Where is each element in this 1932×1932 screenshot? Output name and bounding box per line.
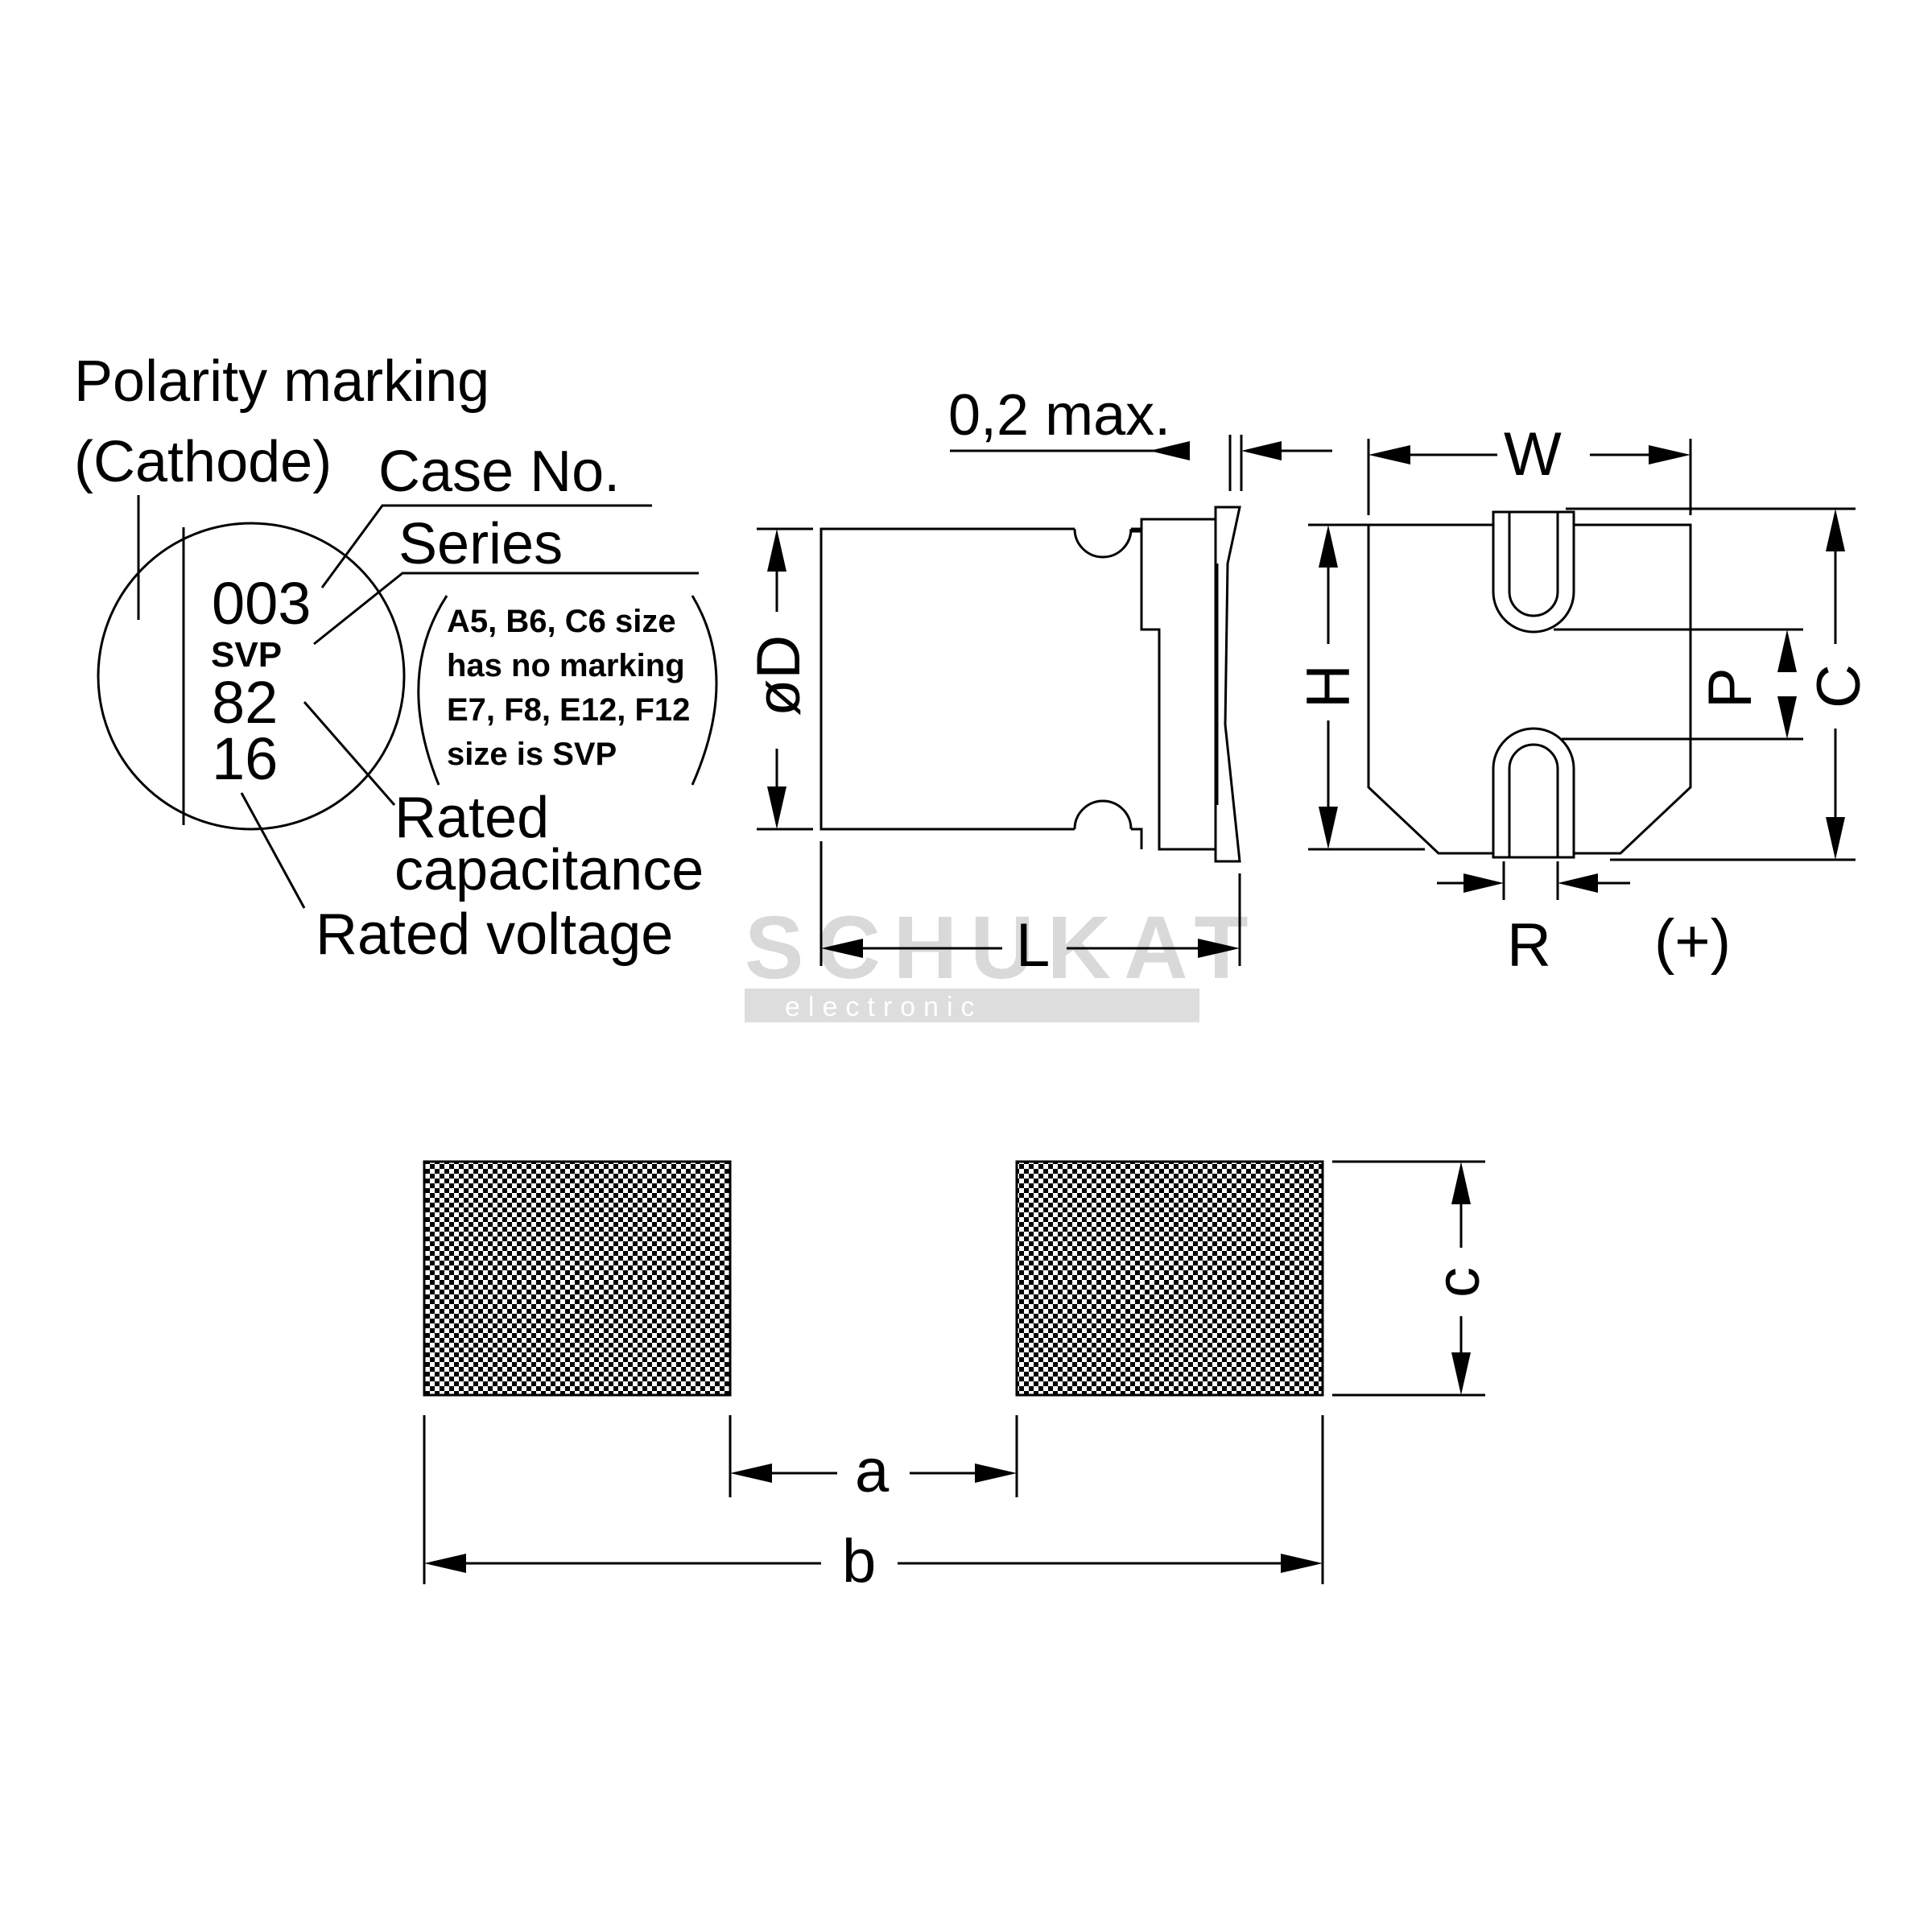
- note-line1: A5, B6, C6 size: [447, 604, 676, 639]
- length-label: L: [1016, 911, 1050, 980]
- label-polarity-line2: (Cathode): [74, 430, 332, 494]
- diameter-label: øD: [745, 635, 813, 716]
- diameter-arrow-bottom: [767, 786, 786, 829]
- seat-plate-profile: [1140, 519, 1217, 851]
- height-label: H: [1294, 664, 1363, 708]
- voltage-leader: [240, 792, 306, 909]
- diameter-arrow-top: [767, 529, 786, 572]
- bottom-view: W H P C R (+): [1294, 420, 1873, 980]
- terminal-plate: [1214, 506, 1241, 863]
- top-view-circle: [97, 522, 406, 831]
- marking-view: 003 SVP 82 16 Polarity marking (Cathode)…: [74, 349, 718, 967]
- marking-series: SVP: [211, 635, 282, 675]
- length-arrow-left: [821, 939, 863, 958]
- base-outline: [1367, 523, 1692, 855]
- pad-left: [423, 1160, 732, 1397]
- height-arrow-bottom: [1319, 807, 1338, 849]
- max-gap-arrow-left: [1150, 441, 1190, 460]
- note-line3: E7, F8, E12, F12: [447, 692, 690, 728]
- land-pattern: c a b: [423, 1160, 1492, 1596]
- max-gap-label: 0,2 max.: [948, 383, 1170, 448]
- pad-right: [1015, 1160, 1324, 1397]
- width-arrow-left: [1368, 445, 1410, 464]
- label-series: Series: [398, 512, 563, 576]
- terminal-top: [1492, 510, 1575, 634]
- side-view: 0,2 max. øD L: [745, 383, 1332, 980]
- note-paren-right: [691, 595, 718, 786]
- overall-arrow-bottom: [1826, 817, 1845, 860]
- pad-gap-label: a: [855, 1437, 890, 1505]
- terminal-arrow-left: [1463, 873, 1504, 893]
- watermark-sub: electronic: [785, 992, 983, 1022]
- pitch-label: P: [1696, 667, 1765, 708]
- terminal-label: R: [1507, 911, 1551, 980]
- width-label: W: [1504, 420, 1562, 489]
- overall-arrow-top: [1826, 509, 1845, 551]
- case-no-leader: [320, 504, 652, 588]
- terminal-bottom: [1492, 727, 1575, 859]
- label-rated-capacitance-line1: Rated: [394, 786, 549, 850]
- note-paren-left: [417, 595, 448, 786]
- note-line2: has no marking: [447, 648, 685, 683]
- pad-gap-arrow-right: [975, 1463, 1017, 1483]
- length-arrow-right: [1198, 939, 1240, 958]
- max-gap-arrow-right: [1241, 441, 1282, 460]
- pad-span-arrow-right: [1281, 1554, 1323, 1573]
- body-notch-bottom: [1073, 799, 1133, 830]
- width-arrow-right: [1649, 445, 1690, 464]
- pad-height-label: c: [1424, 1267, 1492, 1298]
- pad-height-arrow-top: [1451, 1162, 1471, 1204]
- pad-span-label: b: [842, 1527, 876, 1596]
- watermark-bar: [745, 989, 1199, 1022]
- label-rated-capacitance-line2: capacitance: [394, 838, 704, 902]
- height-arrow-top: [1319, 525, 1338, 568]
- pitch-arrow-bottom: [1777, 696, 1797, 739]
- label-polarity-line1: Polarity marking: [74, 349, 489, 414]
- overall-label: C: [1805, 664, 1873, 708]
- capacitance-leader: [303, 701, 396, 806]
- label-rated-voltage: Rated voltage: [316, 902, 673, 967]
- body-outline: [819, 527, 1075, 831]
- series-leader: [313, 572, 699, 646]
- pitch-arrow-top: [1777, 630, 1797, 672]
- body-notch-top: [1073, 528, 1133, 559]
- terminal-arrow-right: [1558, 873, 1598, 893]
- marking-case-number: 003: [212, 570, 311, 637]
- pad-span-arrow-left: [424, 1554, 466, 1573]
- polarity-plus-label: (+): [1654, 907, 1731, 976]
- pad-height-arrow-bottom: [1451, 1352, 1471, 1395]
- marking-voltage: 16: [212, 725, 278, 792]
- note-line4: size is SVP: [447, 737, 617, 772]
- label-case-no: Case No.: [378, 440, 620, 504]
- pad-gap-arrow-left: [730, 1463, 772, 1483]
- marking-capacitance: 82: [212, 669, 278, 736]
